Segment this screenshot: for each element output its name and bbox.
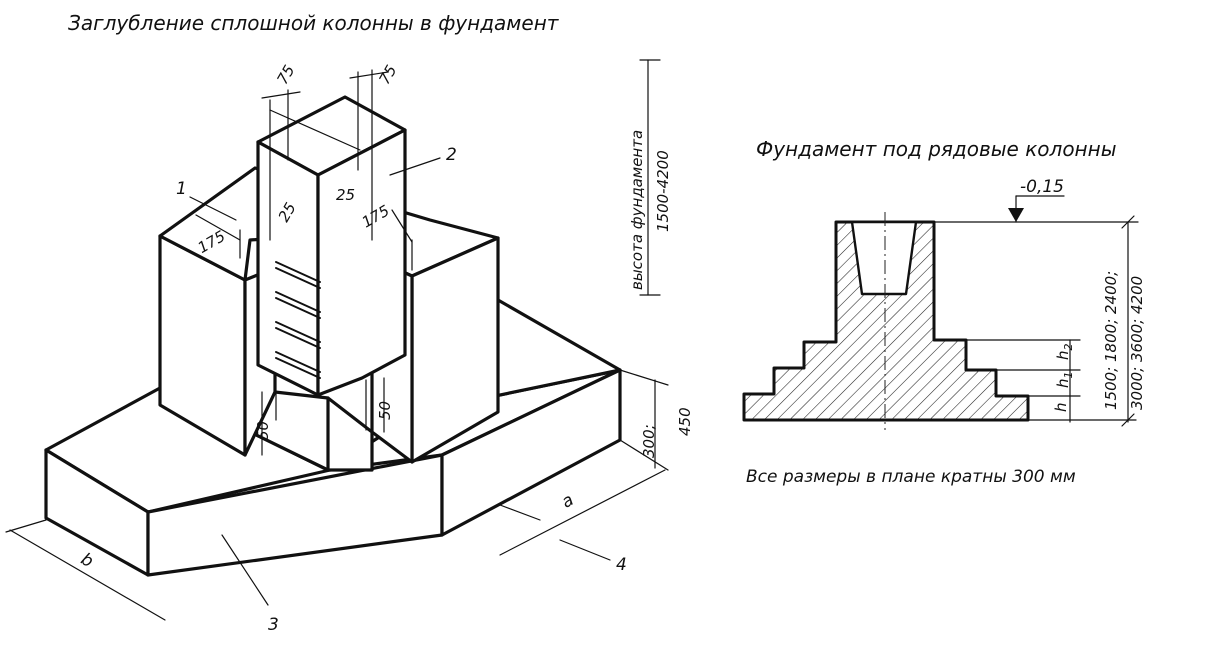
- foundation-section: -0,15 h2 h1 h 1500; 1800; 2400; 3000; 36…: [742, 177, 1146, 430]
- note-text: Все размеры в плане кратны 300 мм: [746, 467, 1076, 487]
- column-side-face: [316, 128, 407, 397]
- section-heights-line1: 1500; 1800; 2400;: [1102, 271, 1120, 410]
- dim-bottom-left-50: 50: [254, 421, 272, 440]
- callout-1: 1: [176, 179, 187, 199]
- dimension-lines: [5, 59, 669, 621]
- section-heights-line2: 3000; 3600; 4200: [1128, 276, 1146, 410]
- dim-gap-right-25: 25: [336, 186, 355, 204]
- dim-step-height-2: 450: [676, 407, 694, 436]
- level-mark: -0,15: [1020, 177, 1064, 197]
- column-grooves: [275, 261, 321, 379]
- dim-col-top-left: 75: [273, 62, 298, 88]
- section-h2: h2: [1054, 343, 1075, 360]
- socket-center-face: [273, 390, 374, 472]
- height-label-line1: высота фундамента: [628, 130, 646, 290]
- height-label-line2: 1500-4200: [654, 150, 672, 232]
- dim-plan-a: a: [558, 490, 577, 513]
- section-socket-void: [850, 220, 918, 296]
- dim-step-height-1: 300;: [640, 424, 658, 458]
- section-h1: h1: [1054, 371, 1075, 388]
- right-title: Фундамент под рядовые колонны: [756, 137, 1117, 161]
- callout-3: 3: [268, 615, 279, 635]
- callout-4: 4: [616, 555, 627, 575]
- section-h: h: [1052, 402, 1070, 412]
- isometric-foundation: 75 75 175 25 25 175 50 50 300; 450 a b 1…: [5, 59, 694, 635]
- callout-2: 2: [446, 145, 457, 165]
- dim-col-top-right: 75: [375, 62, 400, 88]
- left-title: Заглубление сплошной колонны в фундамент: [68, 11, 560, 35]
- dim-bottom-right-50: 50: [376, 401, 394, 420]
- dim-plan-b: b: [77, 549, 96, 572]
